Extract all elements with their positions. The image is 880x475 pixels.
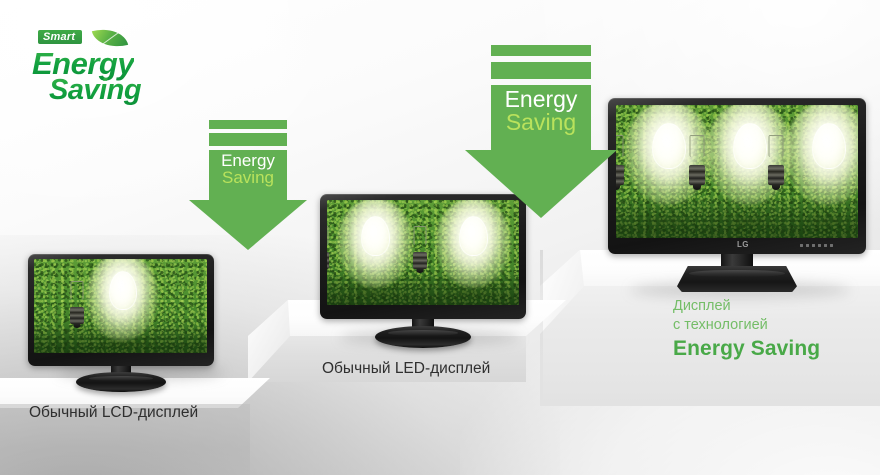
arrow-bar bbox=[209, 120, 287, 129]
monitor-screen-energy-saving bbox=[616, 105, 858, 238]
monitor-osd-controls[interactable] bbox=[800, 244, 833, 247]
arrow-bar bbox=[491, 45, 591, 56]
monitor-screen-led bbox=[327, 200, 519, 305]
logo-word-saving: Saving bbox=[49, 74, 142, 106]
arrow-label-line1: Energy bbox=[221, 151, 275, 170]
arrow-small-label: Energy Saving bbox=[209, 152, 287, 187]
arrow-label-line2: Saving bbox=[222, 168, 274, 188]
caption-line3: Energy Saving bbox=[673, 337, 821, 361]
lg-logo: LG bbox=[737, 240, 749, 249]
caption-monitor-lcd: Обычный LCD-дисплей bbox=[29, 404, 199, 421]
monitor-stand-base bbox=[677, 266, 797, 292]
arrow-label-line2: Saving bbox=[505, 109, 577, 136]
monitor-screen-lcd bbox=[34, 259, 207, 353]
platform-front-bottom bbox=[0, 404, 250, 475]
monitor-stand-base bbox=[375, 326, 471, 348]
arrow-label-line1: Energy bbox=[504, 86, 578, 112]
arrow-body bbox=[209, 150, 287, 200]
arrow-body bbox=[491, 85, 591, 150]
caption-monitor-led: Обычный LED-дисплей bbox=[322, 360, 491, 377]
platform-front-right bbox=[540, 286, 880, 406]
caption-line2: с технологией bbox=[673, 316, 768, 333]
smart-badge: Smart bbox=[38, 30, 83, 44]
caption-line1: Дисплей bbox=[673, 298, 731, 314]
arrow-bar bbox=[491, 62, 591, 79]
platform-edge-right bbox=[540, 250, 543, 406]
caption-monitor-energy-saving: Дисплей с технологией Energy Saving bbox=[673, 297, 820, 361]
smart-energy-saving-logo: Smart Energy Saving bbox=[32, 23, 162, 106]
monitor-stand-base bbox=[76, 372, 166, 392]
logo-word-energy: Energy bbox=[32, 46, 135, 81]
arrow-bar bbox=[209, 133, 287, 146]
arrow-large-label: Energy Saving bbox=[491, 86, 591, 136]
